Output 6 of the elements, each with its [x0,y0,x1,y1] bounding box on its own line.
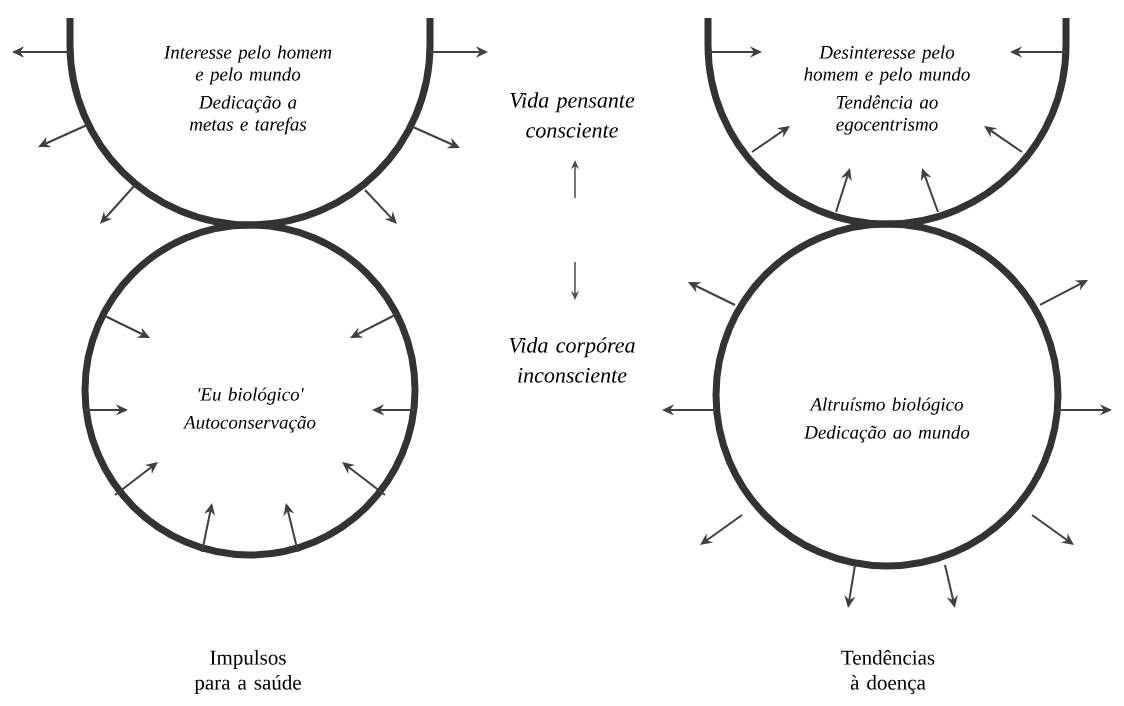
circle-outline: Altruísmo biológico Dedicação ao mundo [712,220,1062,570]
text-label: Tendências à doença [841,649,935,695]
text-label: Vida corpórea inconsciente [509,337,635,383]
circle-outline: 'Eu biológico' Autoconservação [81,221,419,559]
text-label: Impulsos para a saúde [194,649,301,694]
text-label: Vida pensante consciente [510,92,635,138]
